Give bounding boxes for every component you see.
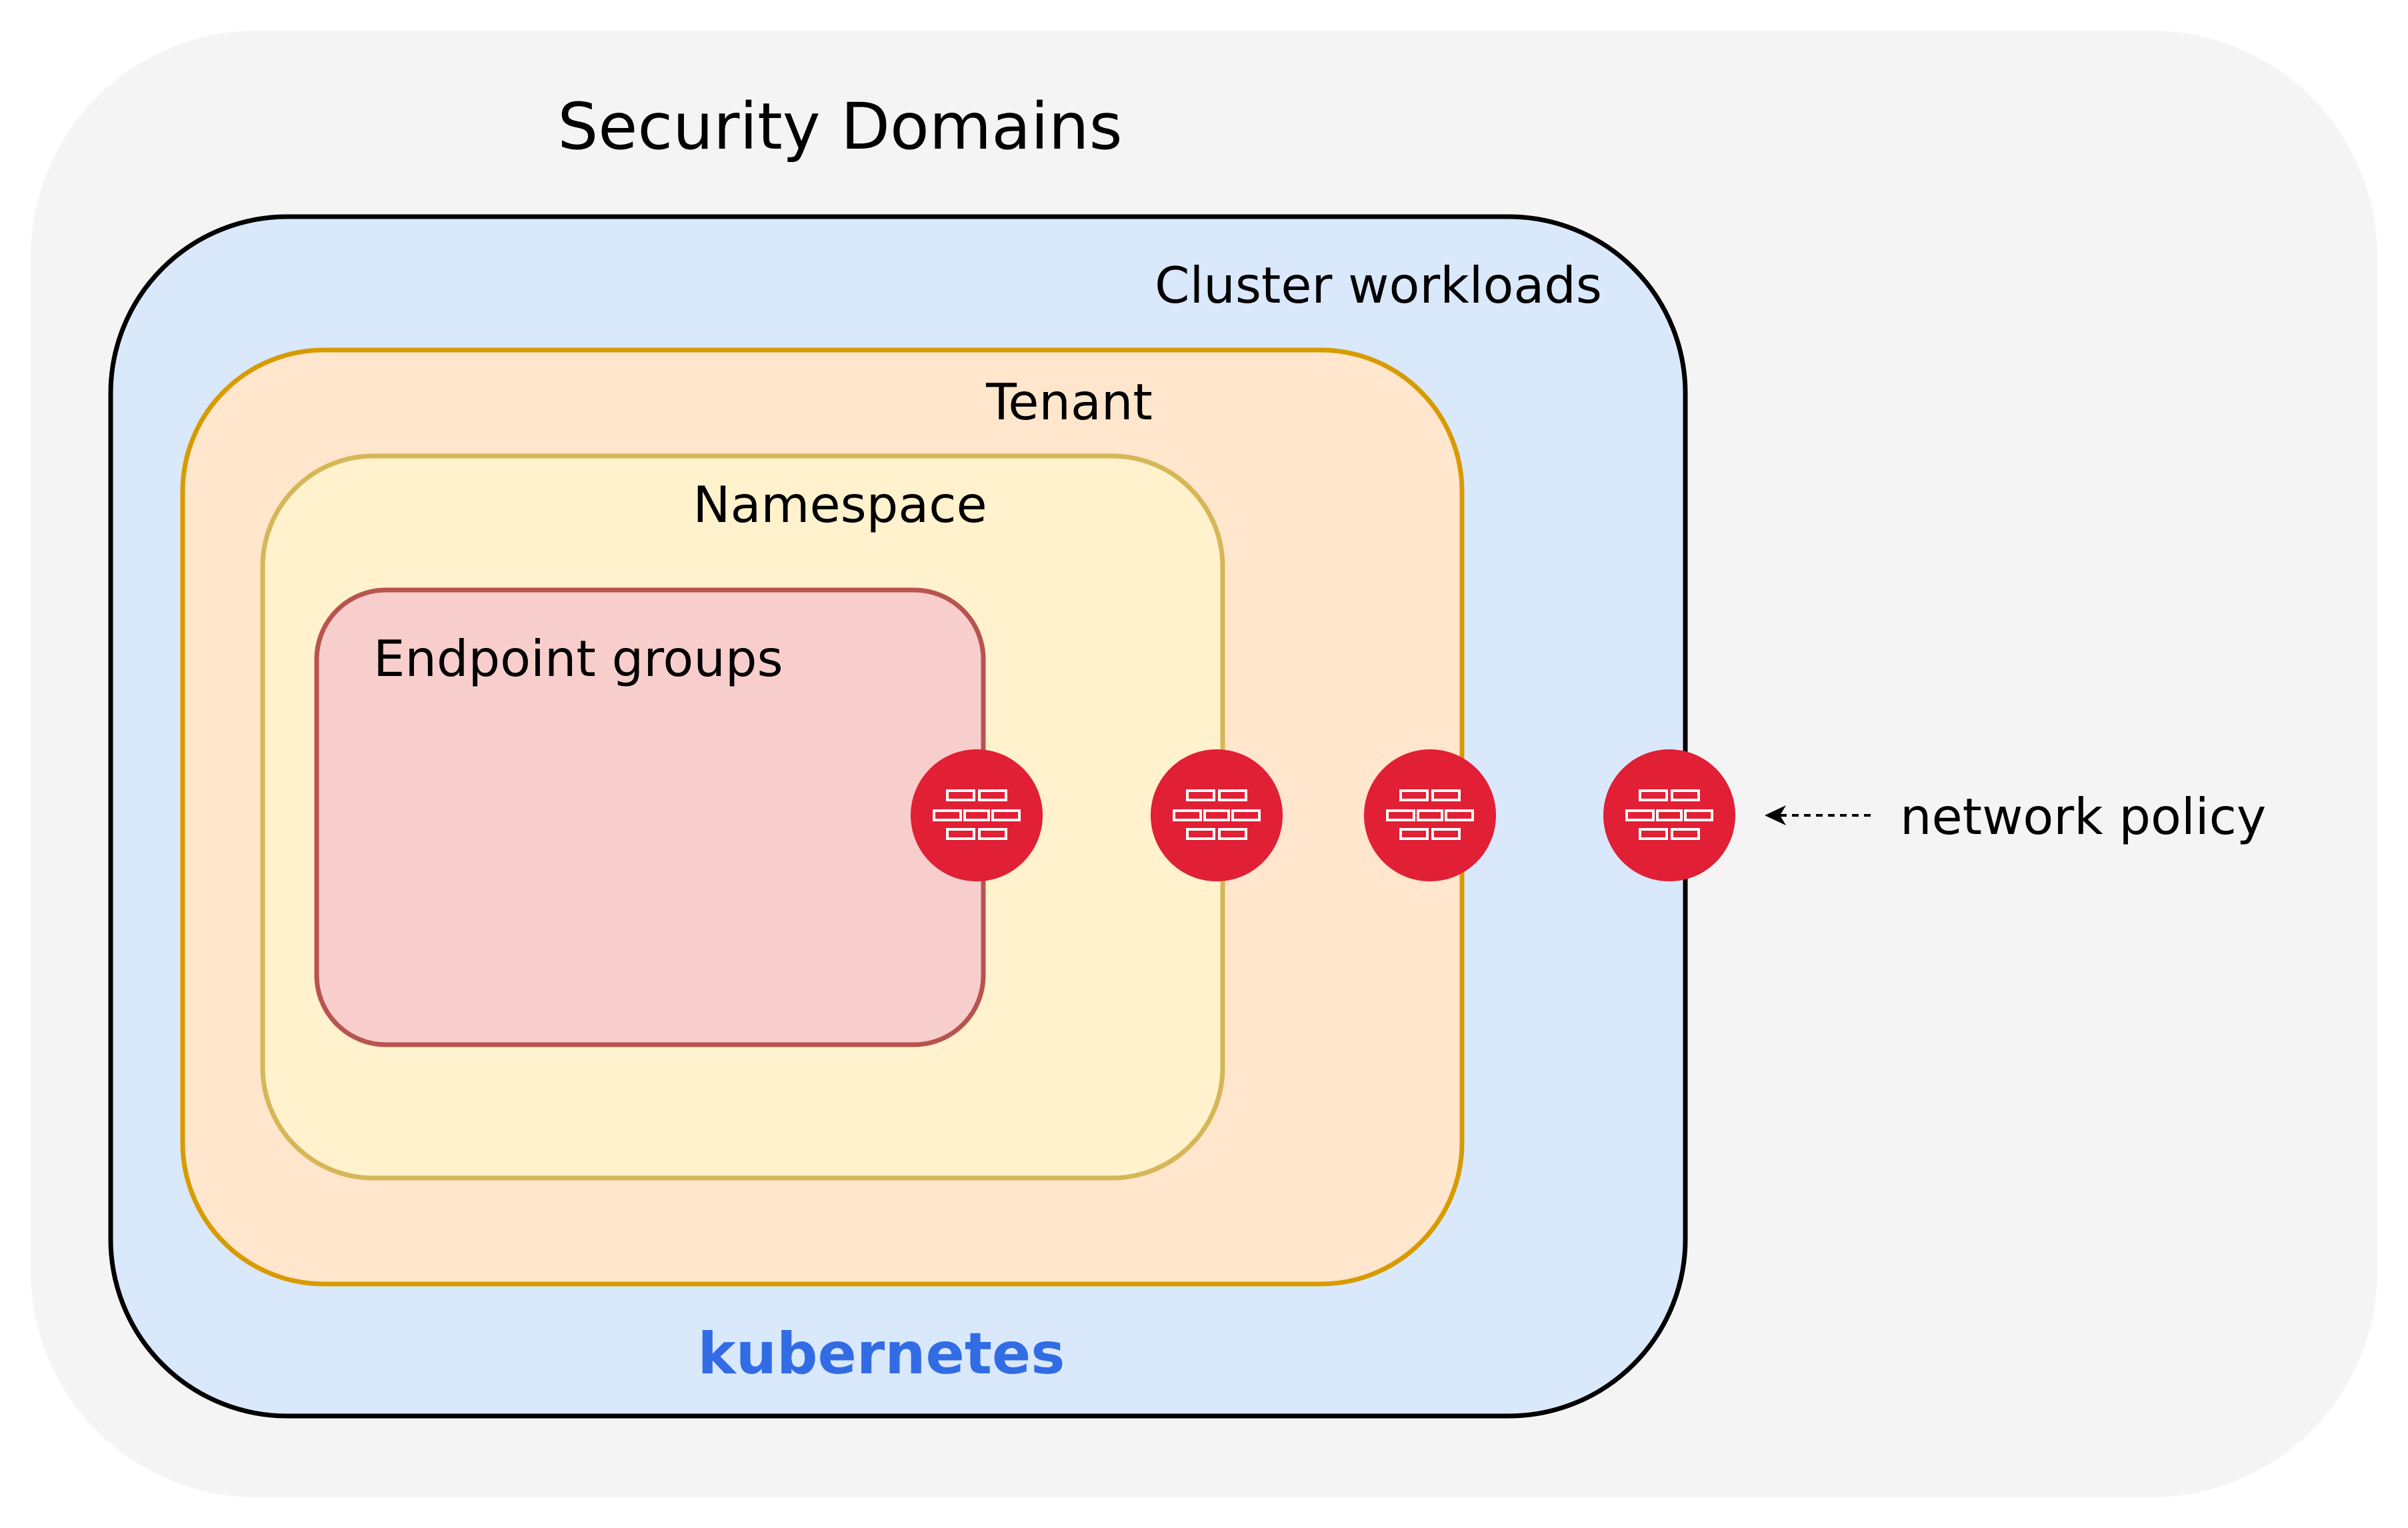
firewall-icon-circle bbox=[1364, 749, 1496, 881]
tenant-label: Tenant bbox=[985, 373, 1153, 431]
network-policy-arrow bbox=[1765, 805, 1871, 825]
firewall-icon-circle bbox=[1151, 749, 1283, 881]
kubernetes-logo: kubernetes bbox=[698, 1321, 1065, 1387]
diagram-title: Security Domains bbox=[557, 89, 1122, 164]
namespace-label: Namespace bbox=[693, 475, 987, 534]
firewall-icon bbox=[1364, 749, 1496, 881]
firewall-icon bbox=[911, 749, 1043, 881]
firewall-icon bbox=[1603, 749, 1735, 881]
firewall-icon bbox=[1151, 749, 1283, 881]
firewall-icon-circle bbox=[911, 749, 1043, 881]
cluster-workloads-label: Cluster workloads bbox=[1155, 256, 1602, 315]
endpoint-groups-domain: Endpoint groups bbox=[314, 587, 986, 1047]
firewall-icon-circle bbox=[1603, 749, 1735, 881]
endpoint-groups-label: Endpoint groups bbox=[373, 629, 783, 688]
network-policy-label: network policy bbox=[1900, 787, 2266, 846]
arrow-head bbox=[1765, 805, 1786, 825]
